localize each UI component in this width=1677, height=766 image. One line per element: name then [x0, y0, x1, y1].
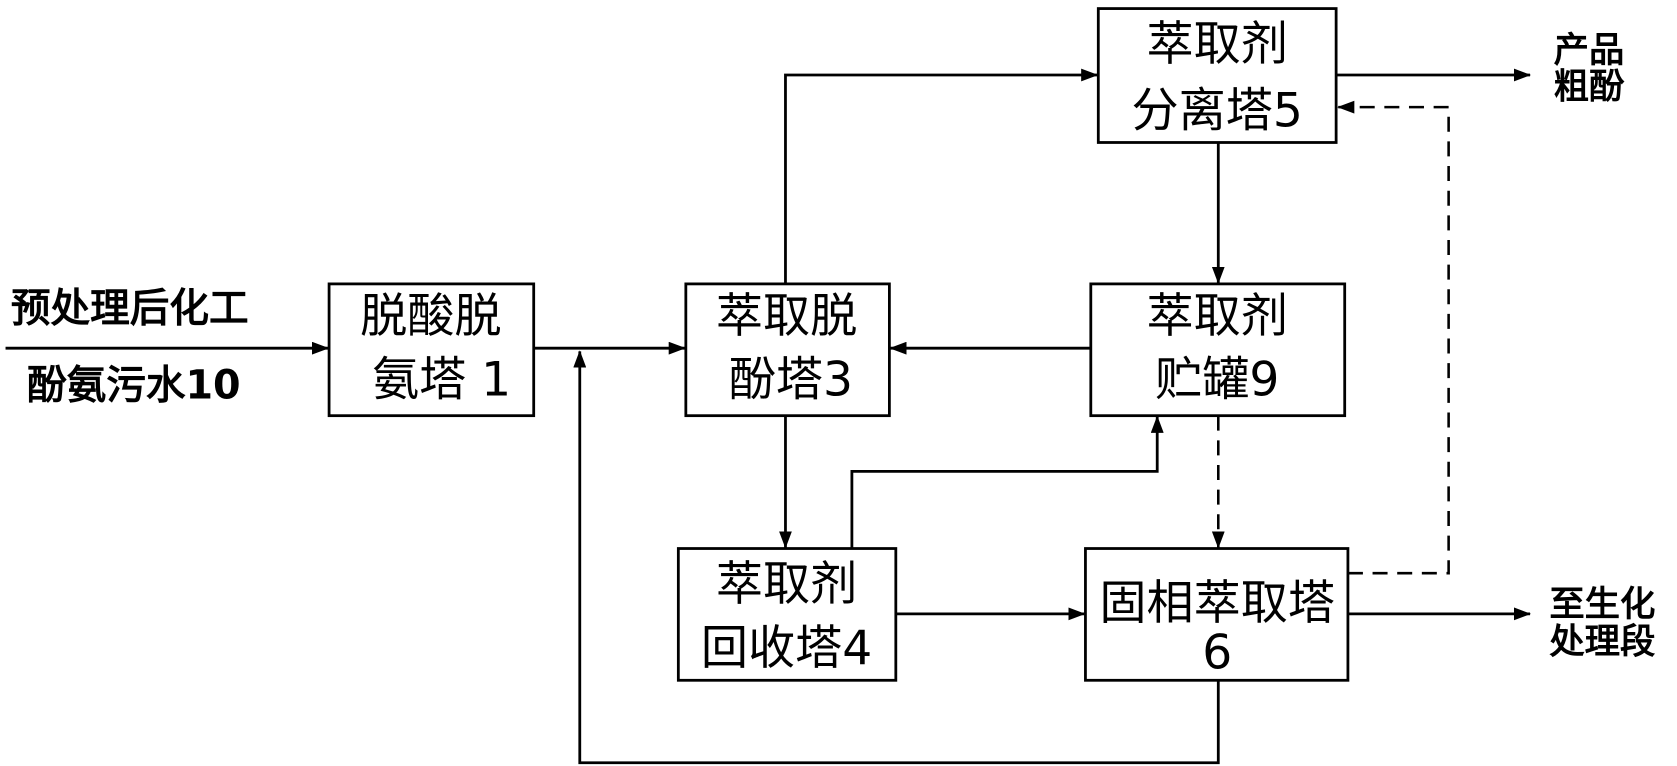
- flow-solid-phase-recycle-to-feed: [573, 350, 1220, 765]
- flow-recovery-to-storage: [850, 415, 1164, 549]
- feed-label-line1: 预处理后化工: [11, 285, 249, 331]
- flow-dephenol-to-separation: [784, 68, 1099, 284]
- storage-tank-label-line1: 萃取剂: [1147, 289, 1288, 344]
- storage-tank-box: [1089, 282, 1347, 418]
- recovery-tower-label-line1: 萃取剂: [716, 557, 857, 612]
- solid-phase-tower-box: [1084, 547, 1350, 682]
- storage-tank-label-line2: 贮罐9: [1155, 352, 1279, 407]
- feed-label-line2: 酚氨污水10: [27, 363, 241, 409]
- node-solid-phase-tower: 固相萃取塔 6: [1084, 547, 1350, 682]
- product-label-line2: 粗酚: [1554, 67, 1625, 108]
- solid-phase-tower-label-line2: 6: [1202, 626, 1232, 681]
- flow-solid-phase-to-separation: [1337, 100, 1450, 575]
- recovery-tower-label-line2: 回收塔4: [701, 621, 872, 676]
- node-storage-tank: 萃取剂 贮罐9: [1089, 282, 1347, 418]
- deacid-tower-label-line2: 氨塔 1: [372, 352, 511, 407]
- separation-tower-box: [1096, 7, 1338, 144]
- separation-tower-label-line2: 分离塔5: [1132, 83, 1303, 138]
- dephenol-tower-box: [684, 282, 891, 418]
- node-separation-tower: 萃取剂 分离塔5: [1096, 7, 1338, 144]
- separation-tower-label-line1: 萃取剂: [1147, 17, 1288, 72]
- deacid-tower-label-line1: 脱酸脱: [360, 289, 501, 344]
- node-recovery-tower: 萃取剂 回收塔4: [676, 547, 898, 682]
- node-dephenol-tower: 萃取脱 酚塔3: [684, 282, 891, 418]
- dephenol-tower-label-line1: 萃取脱: [716, 289, 857, 344]
- node-deacid-tower: 脱酸脱 氨塔 1: [327, 282, 536, 418]
- dephenol-tower-label-line2: 酚塔3: [729, 352, 853, 407]
- recovery-tower-box: [676, 547, 898, 682]
- product-label-line1: 产品: [1554, 30, 1625, 71]
- deacid-tower-box: [327, 282, 536, 418]
- biochem-label-line2: 处理段: [1548, 622, 1656, 663]
- biochem-label-line1: 至生化: [1549, 584, 1655, 625]
- solid-phase-tower-label-line1: 固相萃取塔: [1099, 576, 1335, 631]
